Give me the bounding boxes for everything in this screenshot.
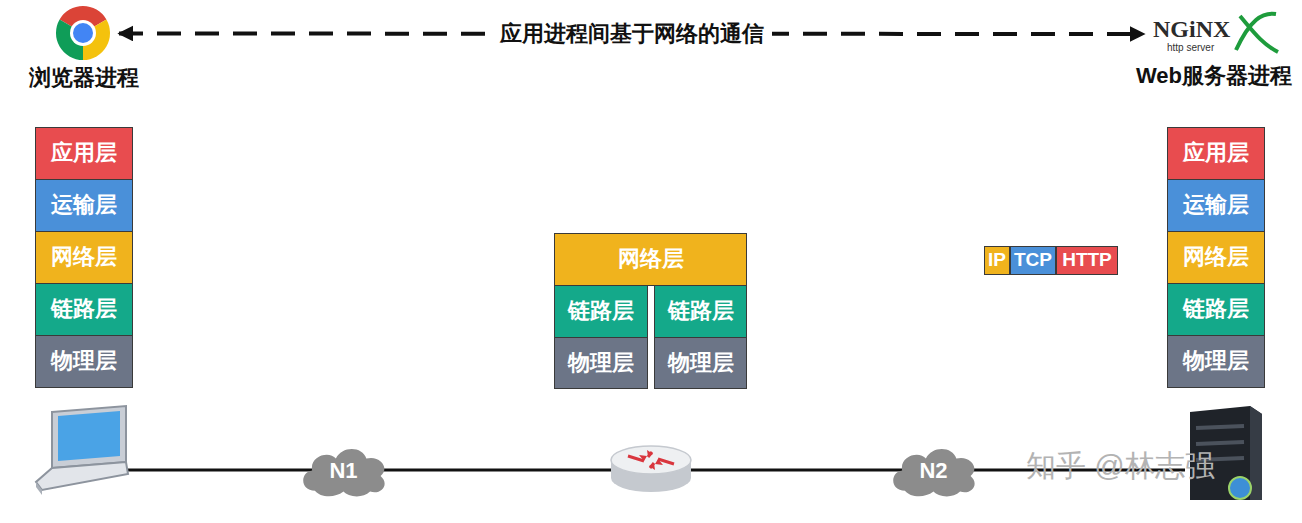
process-icon: 浏览器进程 bbox=[55, 5, 113, 62]
laptop-icon bbox=[36, 406, 128, 495]
layer-label: N1 bbox=[329, 458, 357, 484]
layer-label: IP bbox=[988, 250, 1006, 271]
layer-box: 物理层 bbox=[554, 337, 648, 389]
layer-label: TCP bbox=[1014, 250, 1052, 271]
logo-swirl bbox=[1236, 14, 1278, 52]
edge-label: 应用进程间基于网络的通信 bbox=[492, 21, 772, 47]
layer-box: IP bbox=[984, 246, 1010, 275]
layer-box: 物理层 bbox=[654, 337, 747, 389]
layer-label: 链路层 bbox=[568, 299, 634, 323]
icon-center bbox=[73, 23, 93, 43]
layer-label: 物理层 bbox=[1183, 349, 1249, 373]
laptop-lid bbox=[52, 406, 126, 468]
process-label: 浏览器进程 bbox=[29, 66, 139, 90]
logo-subtitle: http server bbox=[1167, 42, 1214, 53]
cloud-outline bbox=[893, 449, 974, 496]
router-arrowheads bbox=[639, 450, 663, 470]
layer-box: 网络层 bbox=[35, 231, 133, 284]
layer-label: 链路层 bbox=[668, 299, 734, 323]
browser-icon bbox=[56, 6, 110, 60]
layer-label: 物理层 bbox=[51, 349, 117, 373]
network-cloud: N1 bbox=[296, 443, 391, 498]
layer-label: 运输层 bbox=[1183, 193, 1249, 217]
server-globe bbox=[1229, 477, 1251, 499]
layer-box: 链路层 bbox=[554, 285, 648, 338]
layer-box: 物理层 bbox=[1167, 335, 1265, 388]
cloud-outline bbox=[303, 449, 384, 496]
layer-box: 网络层 bbox=[554, 233, 747, 286]
layer-label: 链路层 bbox=[1183, 297, 1249, 321]
network-cloud: N2 bbox=[886, 443, 981, 498]
layer-box: 运输层 bbox=[35, 179, 133, 232]
router-top bbox=[611, 446, 691, 474]
server-slot bbox=[1196, 426, 1244, 428]
layer-label: HTTP bbox=[1062, 250, 1112, 271]
layer-box: 物理层 bbox=[35, 335, 133, 388]
layer-label: 网络层 bbox=[618, 247, 684, 271]
layer-label: 运输层 bbox=[51, 193, 117, 217]
nginx-logo bbox=[1236, 14, 1278, 52]
process-label: Web服务器进程 bbox=[1136, 64, 1292, 88]
laptop-base bbox=[36, 462, 128, 490]
layer-box: 链路层 bbox=[35, 283, 133, 336]
layer-label: 物理层 bbox=[568, 351, 634, 375]
layer-box: 链路层 bbox=[1167, 283, 1265, 336]
router-icon bbox=[611, 446, 691, 492]
layer-label: 应用层 bbox=[51, 141, 117, 165]
laptop-screen bbox=[58, 411, 120, 461]
layer-box: 应用层 bbox=[1167, 127, 1265, 180]
layer-box: 应用层 bbox=[35, 127, 133, 180]
layer-box: 网络层 bbox=[1167, 231, 1265, 284]
layer-label: 网络层 bbox=[51, 245, 117, 269]
icon-ring bbox=[70, 20, 96, 46]
layer-label: 网络层 bbox=[1183, 245, 1249, 269]
layer-box: TCP bbox=[1010, 246, 1056, 275]
logo-text: NGiNX bbox=[1153, 16, 1230, 43]
layer-label: 应用层 bbox=[1183, 141, 1249, 165]
layer-box: 链路层 bbox=[654, 285, 747, 338]
watermark: 知乎 @林志强 bbox=[1026, 446, 1215, 487]
layer-label: N2 bbox=[919, 458, 947, 484]
layer-label: 物理层 bbox=[668, 351, 734, 375]
layer-label: 链路层 bbox=[51, 297, 117, 321]
layer-box: HTTP bbox=[1056, 246, 1118, 275]
server-slot bbox=[1196, 442, 1244, 444]
laptop-edge bbox=[36, 482, 42, 495]
layer-box: 运输层 bbox=[1167, 179, 1265, 232]
